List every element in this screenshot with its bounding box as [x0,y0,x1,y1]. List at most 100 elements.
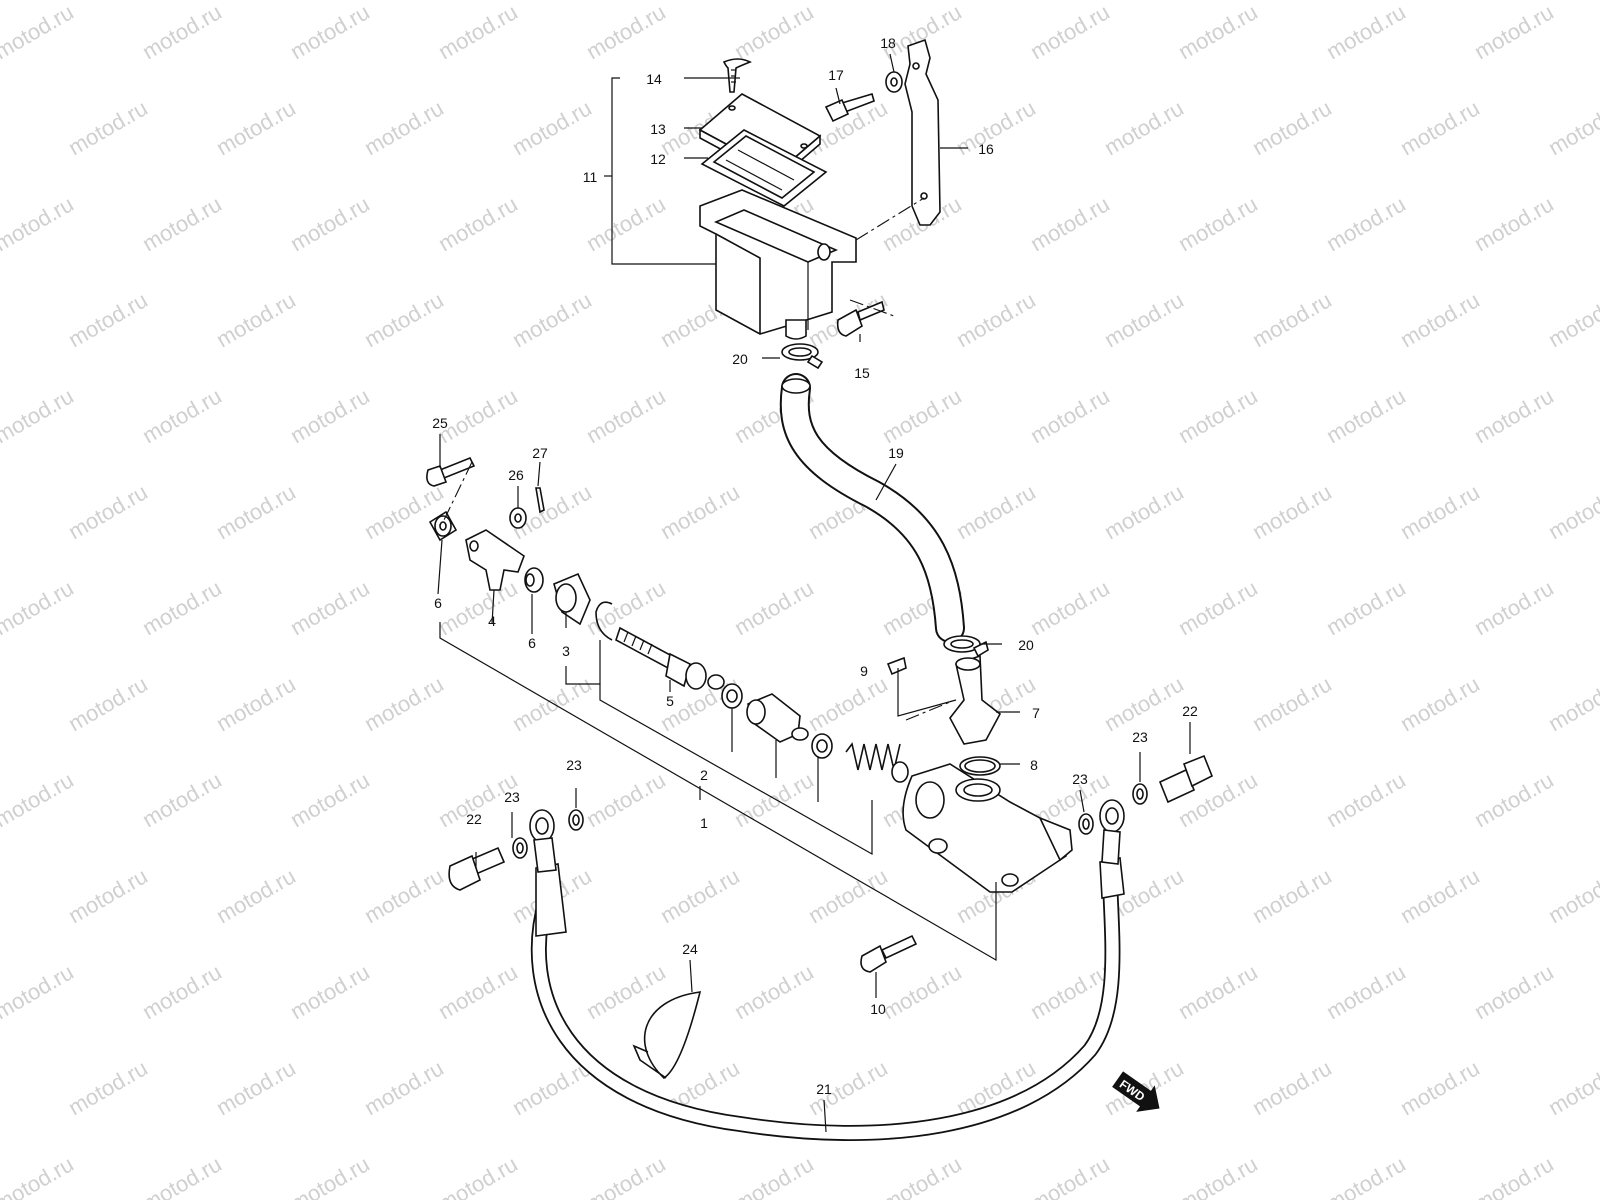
watermark-text: motod.ru [212,863,300,928]
watermark-text: motod.ru [138,1151,226,1200]
watermark-text: motod.ru [1470,383,1558,448]
hose-clamp-20-lower [943,635,989,658]
watermark-text: motod.ru [286,1151,374,1200]
watermark-text: motod.ru [1174,575,1262,640]
watermark-text: motod.ru [730,575,818,640]
watermark-text: motod.ru [212,671,300,736]
callout-23-d: 23 [1132,729,1148,745]
leader-lines [437,53,1191,1133]
callout-2: 2 [700,767,708,783]
watermark-text: motod.ru [952,95,1040,160]
watermark-text: motod.ru [1322,191,1410,256]
watermark-text: motod.ru [286,575,374,640]
banjo-bolt-22-right [1158,754,1214,804]
watermark-text: motod.ru [434,959,522,1024]
gasket-23-b [568,809,584,831]
watermark-text: motod.ru [1322,767,1410,832]
callout-15: 15 [854,365,870,381]
callout-23-a: 23 [504,789,520,805]
watermark-text: motod.ru [1248,95,1336,160]
watermark-text: motod.ru [582,1151,670,1200]
watermark-text: motod.ru [1396,479,1484,544]
watermark-text: motod.ru [1544,479,1600,544]
callout-23-c: 23 [1072,771,1088,787]
watermark-text: motod.ru [0,767,78,832]
watermark-text: motod.ru [582,767,670,832]
watermark-text: motod.ru [0,191,78,256]
washer-26 [509,507,527,529]
watermark-text: motod.ru [434,1151,522,1200]
callout-12: 12 [650,151,666,167]
clevis-4 [465,529,525,591]
dash-dot-guides [443,197,951,721]
callout-11: 11 [583,169,598,185]
watermark-text: motod.ru [434,191,522,256]
callout-13: 13 [650,121,666,137]
callout-7: 7 [1032,705,1040,721]
watermark-text: motod.ru [286,767,374,832]
reservoir-body-11 [699,189,857,340]
watermark-text: motod.ru [1248,287,1336,352]
bolt-10 [860,934,918,973]
hose-21 [530,857,1125,1141]
callout-27: 27 [532,445,548,461]
callout-6-right: 6 [528,635,536,651]
watermark-text: motod.ru [64,1055,152,1120]
watermark-text: motod.ru [1544,863,1600,928]
watermark-text: motod.ru [1174,959,1262,1024]
screw-9 [886,656,907,690]
o-ring-8 [959,756,1001,776]
callout-5: 5 [666,693,674,709]
watermark-text: motod.ru [138,767,226,832]
watermark-text: motod.ru [1026,1151,1114,1200]
watermark-text: motod.ru [582,383,670,448]
watermark-text: motod.ru [1026,0,1114,64]
watermark-text: motod.ru [1026,383,1114,448]
watermark-text: motod.ru [64,671,152,736]
watermark-text: motod.ru [508,95,596,160]
watermark-text: motod.ru [1322,959,1410,1024]
gasket-23-a [512,837,528,859]
washer-18 [885,71,903,93]
watermark-text: motod.ru [138,959,226,1024]
callout-17: 17 [828,67,844,83]
watermark-text: motod.ru [0,575,78,640]
watermark-text: motod.ru [952,287,1040,352]
primary-cup [811,733,833,759]
hose-clip-24 [632,991,702,1080]
bolt-17 [824,93,875,123]
watermark-text: motod.ru [434,575,522,640]
callout-1: 1 [700,815,708,831]
watermark-text: motod.ru [1322,383,1410,448]
callout-20-upper: 20 [732,351,748,367]
callout-6-left: 6 [434,595,442,611]
banjo-bolt-22-left [448,846,506,891]
watermark-text: motod.ru [360,287,448,352]
screw-14 [722,58,752,93]
watermark-text: motod.ru [656,479,744,544]
watermark-text: motod.ru [804,671,892,736]
callout-3: 3 [562,643,570,659]
watermark-text: motod.ru [1470,1151,1558,1200]
hose-clamp-20-upper [781,343,824,370]
watermark-text: motod.ru [1248,479,1336,544]
watermark-text: motod.ru [1544,671,1600,736]
callout-22-left: 22 [466,811,482,827]
watermark-text: motod.ru [138,383,226,448]
watermark-text: motod.ru [0,1151,78,1200]
watermark-text: motod.ru [730,1151,818,1200]
cotter-pin-27 [535,487,545,514]
watermark-text: motod.ru [434,0,522,64]
watermark-text: motod.ru [138,0,226,64]
watermark-text: motod.ru [730,767,818,832]
watermark-text: motod.ru [1026,575,1114,640]
watermark-text: motod.ru [360,1055,448,1120]
nut-6-right [524,567,544,593]
watermark-text: motod.ru [1322,1151,1410,1200]
watermark-text: motod.ru [1396,863,1484,928]
watermark-text: motod.ru [804,863,892,928]
watermark-text: motod.ru [1174,1151,1262,1200]
watermark-text: motod.ru [878,383,966,448]
watermark-text: motod.ru [878,959,966,1024]
callout-10: 10 [870,1001,886,1017]
